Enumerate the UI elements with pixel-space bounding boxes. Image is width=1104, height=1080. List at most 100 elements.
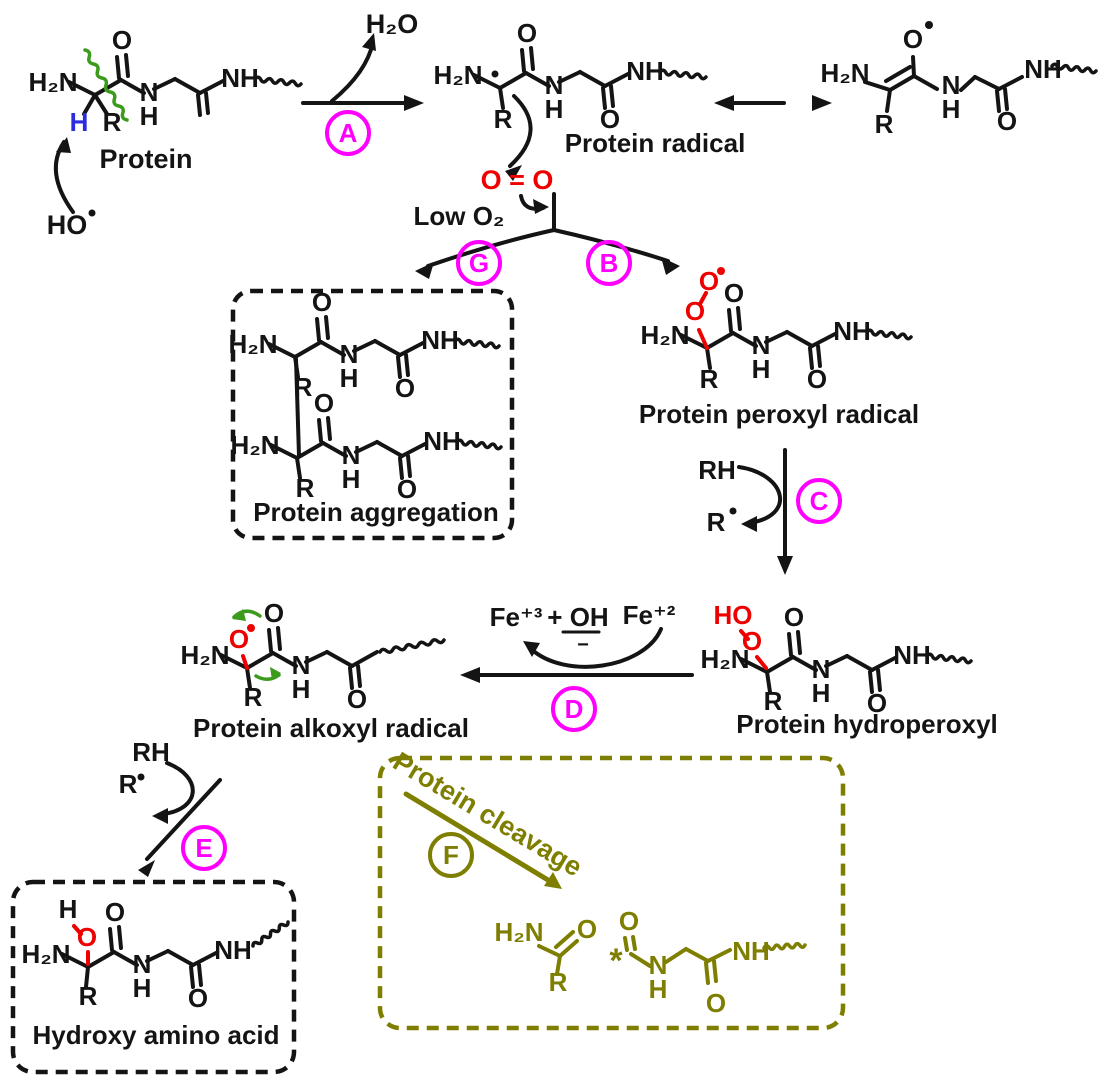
atom-label: O [699, 266, 719, 296]
atom-label: O [105, 897, 125, 927]
oxygen-molecule-label: O = O [481, 165, 554, 195]
atom-label: O [784, 602, 804, 632]
bond [406, 454, 412, 478]
protein-aggregation-box [230, 288, 515, 541]
atom-label: O [347, 684, 367, 714]
atom-label: H [942, 94, 961, 124]
bond [557, 70, 582, 84]
atom-label: R [875, 109, 894, 139]
atom-label: O [397, 474, 417, 504]
bond [623, 936, 629, 952]
bond [609, 84, 615, 108]
hydroxy-amino-acid-box [10, 879, 297, 1075]
bond [145, 949, 170, 963]
bond [245, 666, 252, 690]
bond [705, 331, 735, 350]
atom-label: O [724, 278, 744, 308]
bond [93, 93, 109, 116]
atom-label: O [314, 388, 334, 418]
bond [555, 954, 562, 976]
bond [189, 965, 195, 989]
atom-label: R [103, 107, 122, 137]
bond [350, 650, 379, 668]
rh-label: RH [132, 737, 170, 767]
bond [319, 340, 346, 357]
bond [629, 952, 652, 968]
arrowhead [415, 262, 434, 279]
atom-label: HO [714, 600, 753, 630]
bond [373, 339, 402, 357]
bond [739, 657, 769, 674]
bond [888, 74, 916, 92]
rh-label: RH [698, 455, 736, 485]
arrowhead [661, 257, 680, 275]
atom-label: O [742, 626, 762, 656]
bond [601, 86, 607, 110]
structure-title-protein-hydroperoxyl: Protein hydroperoxyl [736, 709, 998, 739]
bond [973, 75, 1001, 91]
bond [398, 341, 425, 357]
bond [912, 74, 939, 91]
arrowhead [741, 516, 757, 532]
atom-label: N [340, 339, 359, 369]
arrowhead [138, 860, 155, 877]
chain-squiggle [455, 438, 503, 451]
bond [845, 654, 874, 672]
step-d-letter: D [565, 694, 584, 724]
atom-label: NH [214, 935, 252, 965]
bond [863, 80, 892, 92]
bond [197, 963, 203, 987]
radical-dot [491, 70, 499, 78]
bond [86, 950, 116, 969]
bond [152, 77, 177, 91]
atom-label: O [706, 988, 726, 1018]
bond [241, 654, 249, 670]
bond [400, 442, 427, 458]
bond [796, 630, 802, 655]
bond [911, 55, 916, 78]
bond [631, 935, 637, 951]
step-b-letter: B [600, 248, 619, 278]
bond [93, 78, 123, 97]
rh-abstraction-arrow-c [737, 465, 782, 525]
atom-label: N [942, 70, 961, 100]
branch-right-arrow [552, 228, 670, 263]
bond [404, 353, 410, 377]
arrowhead [152, 808, 168, 824]
structure-title-protein: Protein [99, 144, 192, 174]
atom-label: H [649, 974, 668, 1004]
bond [727, 308, 733, 333]
water-label: H₂O [366, 9, 419, 39]
chain-squiggle [762, 941, 807, 952]
atom-label: O [77, 922, 97, 952]
atom-label: H₂N [228, 329, 277, 359]
chain-squiggle [1050, 62, 1098, 75]
step-g-letter: G [469, 248, 489, 278]
atom-label: R [700, 364, 719, 394]
atom-label: N [545, 70, 564, 100]
chain-squiggle [251, 920, 290, 948]
bond [603, 72, 630, 88]
bond [755, 655, 768, 670]
atom-label: O [188, 983, 208, 1013]
atom-label: H [812, 678, 831, 708]
bond [764, 330, 789, 344]
bond [705, 346, 712, 370]
atom-label: H [545, 94, 564, 124]
arrowhead [777, 556, 793, 575]
bond [173, 77, 202, 95]
bond [108, 927, 114, 952]
chain-squiggle [658, 68, 708, 81]
atom-label: O [685, 296, 705, 326]
bond [808, 346, 814, 370]
bond [117, 925, 123, 950]
arrowhead [505, 165, 522, 181]
hydroxide-minus-label: − [577, 634, 589, 656]
bond [72, 924, 83, 936]
step-b [586, 240, 632, 286]
fenton-arrow [528, 627, 663, 669]
bond [537, 944, 562, 958]
bond [664, 947, 688, 964]
